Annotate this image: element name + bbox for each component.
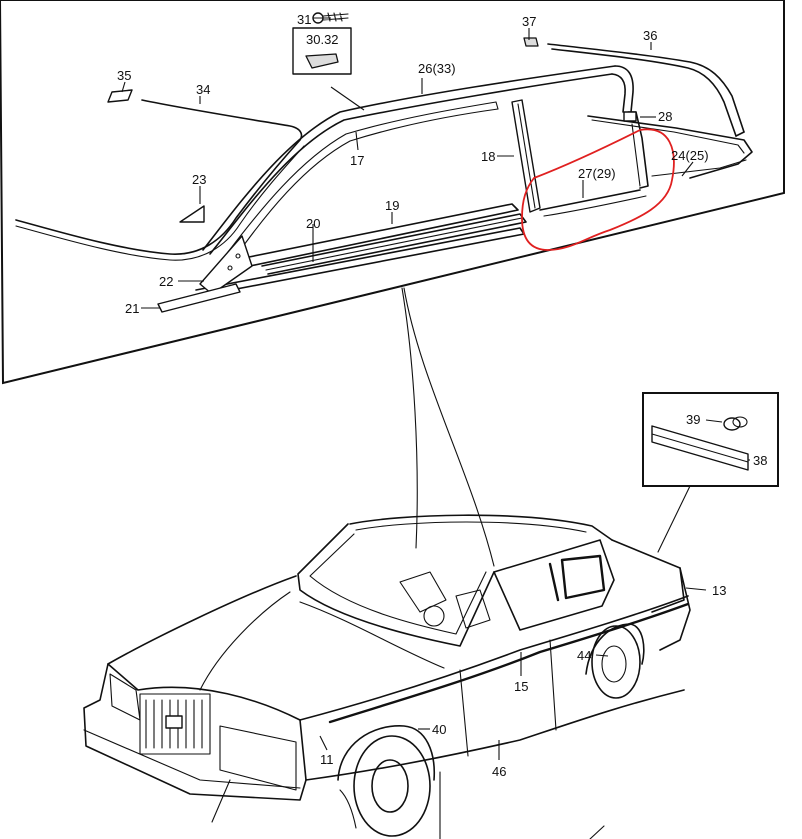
- screw-31: [312, 12, 349, 24]
- label-34: 34: [196, 82, 210, 97]
- label-23: 23: [192, 172, 206, 187]
- label-19: 19: [385, 198, 399, 213]
- label-20: 20: [306, 216, 320, 231]
- clip-37: [523, 37, 539, 47]
- quarter-pillar-molding-27: [539, 111, 649, 217]
- triangle-piece-23: [179, 205, 205, 223]
- label-37: 37: [522, 14, 536, 29]
- label-28: 28: [658, 109, 672, 124]
- b-pillar-molding-18: [511, 99, 541, 213]
- windshield-upper-molding-34: [15, 99, 303, 255]
- label-31: 31: [297, 12, 311, 27]
- label-11: 11: [320, 752, 334, 767]
- rear-window-molding-36: [547, 43, 745, 137]
- label-39: 39: [686, 412, 700, 427]
- upper-detail-panel: [0, 0, 785, 385]
- roof-rail-molding-26: [202, 65, 634, 255]
- label-26-33: 26(33): [418, 61, 456, 76]
- molding-strip-38: [651, 425, 749, 471]
- label-18: 18: [481, 149, 495, 164]
- highlight-circle: [521, 128, 675, 251]
- label-40: 40: [432, 722, 446, 737]
- label-22: 22: [159, 274, 173, 289]
- part-labels: 31 30.32 37 36 35 34 26(33) 28 18 17 27(…: [117, 12, 767, 779]
- car-illustration: [83, 514, 691, 837]
- label-30-32: 30.32: [306, 32, 339, 47]
- clip-box-30-32: [292, 27, 352, 75]
- rear-lower-molding-24: [587, 115, 753, 179]
- label-38: 38: [753, 453, 767, 468]
- label-24-25: 24(25): [671, 148, 709, 163]
- label-17: 17: [350, 153, 364, 168]
- label-27-29: 27(29): [578, 166, 616, 181]
- clip-28: [623, 111, 637, 122]
- small-cap-35: [107, 89, 133, 103]
- label-21: 21: [125, 301, 139, 316]
- lower-sill-strip: [195, 227, 525, 297]
- sill-molding-19: [243, 203, 519, 267]
- label-35: 35: [117, 68, 131, 83]
- sill-molding-20: [261, 213, 527, 275]
- label-13: 13: [712, 583, 726, 598]
- leader-lines: [121, 17, 750, 839]
- clip-39: [723, 416, 748, 431]
- label-15: 15: [514, 679, 528, 694]
- label-44: 44: [577, 648, 591, 663]
- label-46: 46: [492, 764, 506, 779]
- label-36: 36: [643, 28, 657, 43]
- windshield-inner-rail-17: [227, 101, 499, 257]
- lower-molding-21: [157, 283, 241, 313]
